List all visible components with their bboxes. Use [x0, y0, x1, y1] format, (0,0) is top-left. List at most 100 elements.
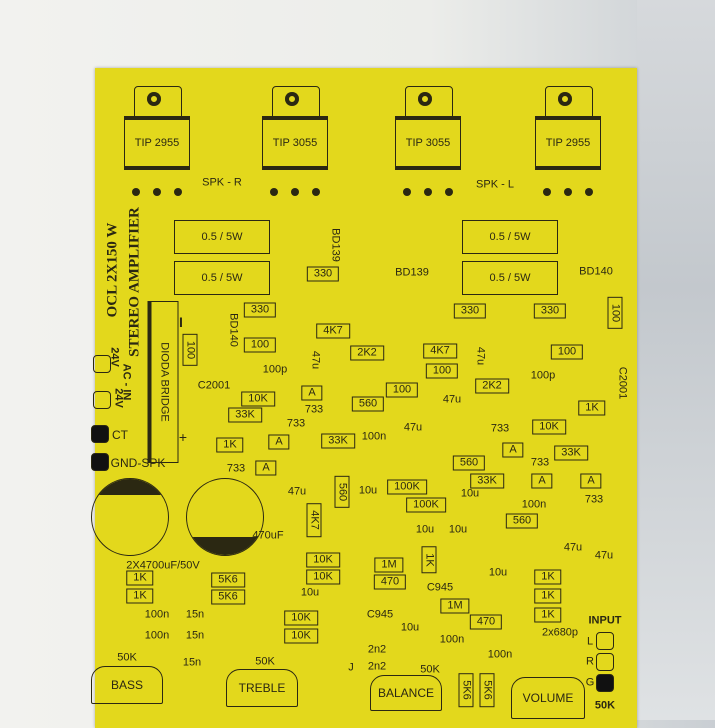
resistor: 5K6 — [211, 572, 245, 588]
transistor-tip2955-left: TIP 2955 — [124, 86, 190, 198]
component-label: 733 — [286, 417, 306, 430]
resistor: 560 — [334, 475, 350, 509]
component-label: 470uF — [252, 529, 284, 542]
component-label: BD140 — [579, 265, 613, 278]
resistor: 0.5 / 5W — [174, 261, 270, 295]
resistor: 1K — [578, 400, 606, 416]
component-label: BD140 — [227, 313, 240, 347]
minus-mark: I — [179, 314, 183, 330]
resistor: 1K — [534, 569, 562, 585]
component-label: 10u — [300, 586, 320, 599]
diode-bridge-label: DIODA BRIDGE — [159, 342, 171, 422]
component-label: 47u — [563, 541, 583, 554]
pot-label: TREBLE — [238, 681, 286, 695]
component-label: 2X4700uF/50V — [126, 559, 200, 572]
input-g-pad — [596, 674, 614, 692]
diode-bridge: DIODA BRIDGE — [147, 301, 179, 463]
plus-mark: + — [178, 429, 188, 445]
pot-treble: TREBLE — [226, 669, 298, 707]
transistor-tip3055-left: TIP 3055 — [262, 86, 328, 198]
component-label: 2n2 — [367, 643, 387, 656]
component-label: 2x680p — [541, 626, 579, 639]
resistor: 330 — [453, 303, 487, 319]
component-label: 100n — [361, 430, 387, 443]
resistor: 2K2 — [475, 378, 509, 394]
component-label: 733 — [226, 462, 246, 475]
gnd-spk-pad — [91, 453, 109, 471]
input-r-label: R — [586, 655, 594, 668]
title-line1: OCL 2X150 W — [104, 222, 121, 318]
resistor: 5K6 — [479, 673, 495, 707]
resistor: 0.5 / 5W — [462, 261, 558, 295]
resistor: 33K — [321, 433, 355, 449]
resistor: 1K — [534, 588, 562, 604]
resistor: 1K — [126, 588, 154, 604]
resistor: 100 — [182, 333, 198, 367]
resistor: 100 — [243, 337, 277, 353]
component-label: A — [255, 460, 277, 476]
pot-balance: BALANCE — [370, 675, 442, 711]
component-label: SPK - R — [202, 176, 242, 189]
component-label: 10u — [358, 484, 378, 497]
pcb-board — [95, 68, 637, 728]
input-l-pad — [596, 632, 614, 650]
voltage-label: 24V — [112, 388, 125, 408]
resistor: 1M — [440, 598, 470, 614]
resistor: 1K — [126, 570, 154, 586]
resistor: 33K — [470, 473, 504, 489]
component-label: 100n — [144, 608, 170, 621]
component-label: BD139 — [395, 266, 429, 279]
component-label: 733 — [584, 493, 604, 506]
resistor: 33K — [228, 407, 262, 423]
resistor: 1K — [534, 607, 562, 623]
resistor: 4K7 — [306, 503, 322, 537]
resistor: 1M — [374, 557, 404, 573]
component-label: BD139 — [329, 228, 342, 262]
resistor: 100 — [607, 296, 623, 330]
resistor: 33K — [554, 445, 588, 461]
component-label: 15n — [185, 629, 205, 642]
resistor: 5K6 — [458, 673, 474, 707]
pot-bass: BASS — [91, 666, 163, 704]
resistor: 0.5 / 5W — [174, 220, 270, 254]
resistor: 560 — [505, 513, 539, 529]
resistor: 10K — [284, 610, 318, 626]
pot-label: VOLUME — [522, 691, 574, 705]
component-label: 15n — [185, 608, 205, 621]
background — [637, 0, 715, 720]
component-label: 100n — [439, 633, 465, 646]
component-label: 10u — [460, 487, 480, 500]
input-label: INPUT — [588, 614, 622, 627]
resistor: 2K2 — [350, 345, 384, 361]
component-label: A — [531, 473, 553, 489]
component-label: C2001 — [616, 366, 629, 400]
input-g-label: G — [585, 676, 595, 689]
component-label: 100n — [521, 498, 547, 511]
component-label: 100n — [487, 648, 513, 661]
resistor: 100K — [406, 497, 446, 513]
component-label: 733 — [304, 403, 324, 416]
component-label: 10u — [448, 523, 468, 536]
component-label: 10u — [415, 523, 435, 536]
input-l-label: L — [586, 635, 594, 648]
component-label: 47u — [309, 350, 322, 370]
component-label: 47u — [287, 485, 307, 498]
resistor: 470 — [373, 574, 407, 590]
pot-volume: VOLUME — [511, 677, 585, 719]
component-label: C945 — [366, 608, 394, 621]
resistor: 560 — [452, 455, 486, 471]
component-label: 100n — [144, 629, 170, 642]
component-label: 47u — [442, 393, 462, 406]
resistor: 100K — [387, 479, 427, 495]
component-label: A — [301, 385, 323, 401]
resistor: 10K — [241, 391, 275, 407]
resistor: 330 — [306, 266, 340, 282]
resistor: 10K — [306, 552, 340, 568]
resistor: 100 — [425, 363, 459, 379]
component-label: 100p — [530, 369, 556, 382]
component-label: 10u — [400, 621, 420, 634]
component-label: J — [348, 661, 354, 674]
component-label: SPK - L — [476, 178, 514, 191]
component-label: C945 — [426, 581, 454, 594]
component-label: 2n2 — [367, 660, 387, 673]
